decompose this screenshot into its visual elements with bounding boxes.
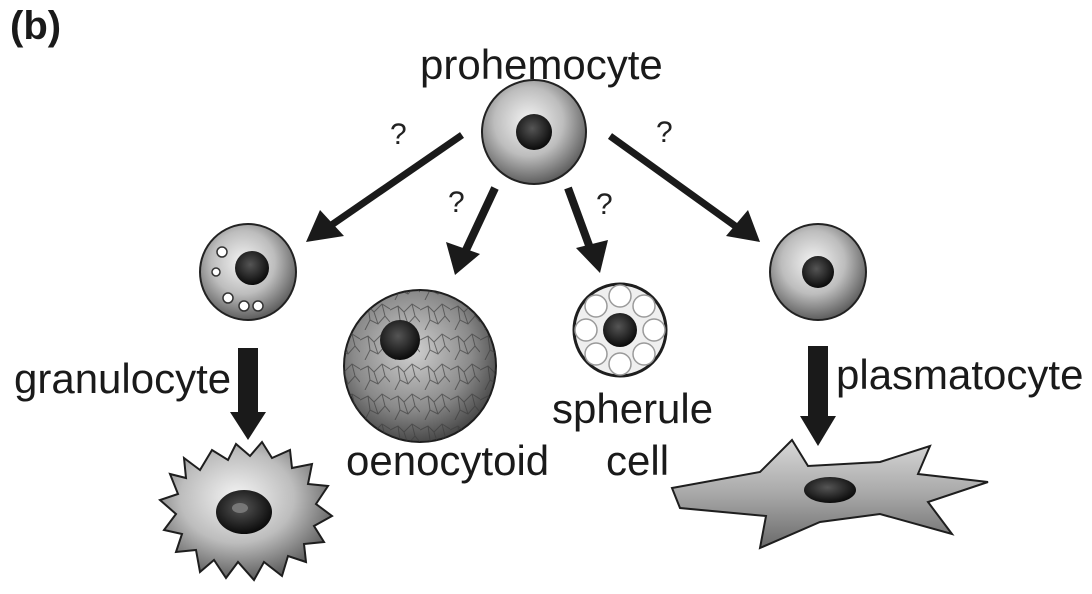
question-mark-oenocytoid: ? xyxy=(448,188,465,218)
oenocytoid-label: oenocytoid xyxy=(346,440,549,482)
granulocyte-label: granulocyte xyxy=(14,358,231,400)
granulocyte-mature-cell xyxy=(160,442,332,580)
arrow-granulocyte-down xyxy=(230,348,266,440)
prohemocyte-label: prohemocyte xyxy=(420,44,663,86)
oenocytoid-cell xyxy=(344,290,496,442)
prohemocyte-cell xyxy=(482,80,586,184)
question-mark-spherule: ? xyxy=(596,190,613,220)
spherule-cell xyxy=(574,284,666,376)
arrow-to-plasmatocyte-precursor xyxy=(610,136,760,242)
plasmatocyte-precursor-cell xyxy=(770,224,866,320)
arrow-plasmatocyte-down xyxy=(800,346,836,446)
panel-label: (b) xyxy=(10,6,61,46)
plasmatocyte-mature-cell xyxy=(672,440,988,548)
spherule-label-line2: cell xyxy=(606,440,669,482)
question-mark-plasmatocyte: ? xyxy=(656,118,673,148)
spherule-label-line1: spherule xyxy=(552,388,713,430)
plasmatocyte-label: plasmatocyte xyxy=(836,354,1083,396)
granulocyte-precursor-cell xyxy=(200,224,296,320)
arrow-to-granulocyte xyxy=(306,135,462,242)
question-mark-granulocyte: ? xyxy=(390,120,407,150)
